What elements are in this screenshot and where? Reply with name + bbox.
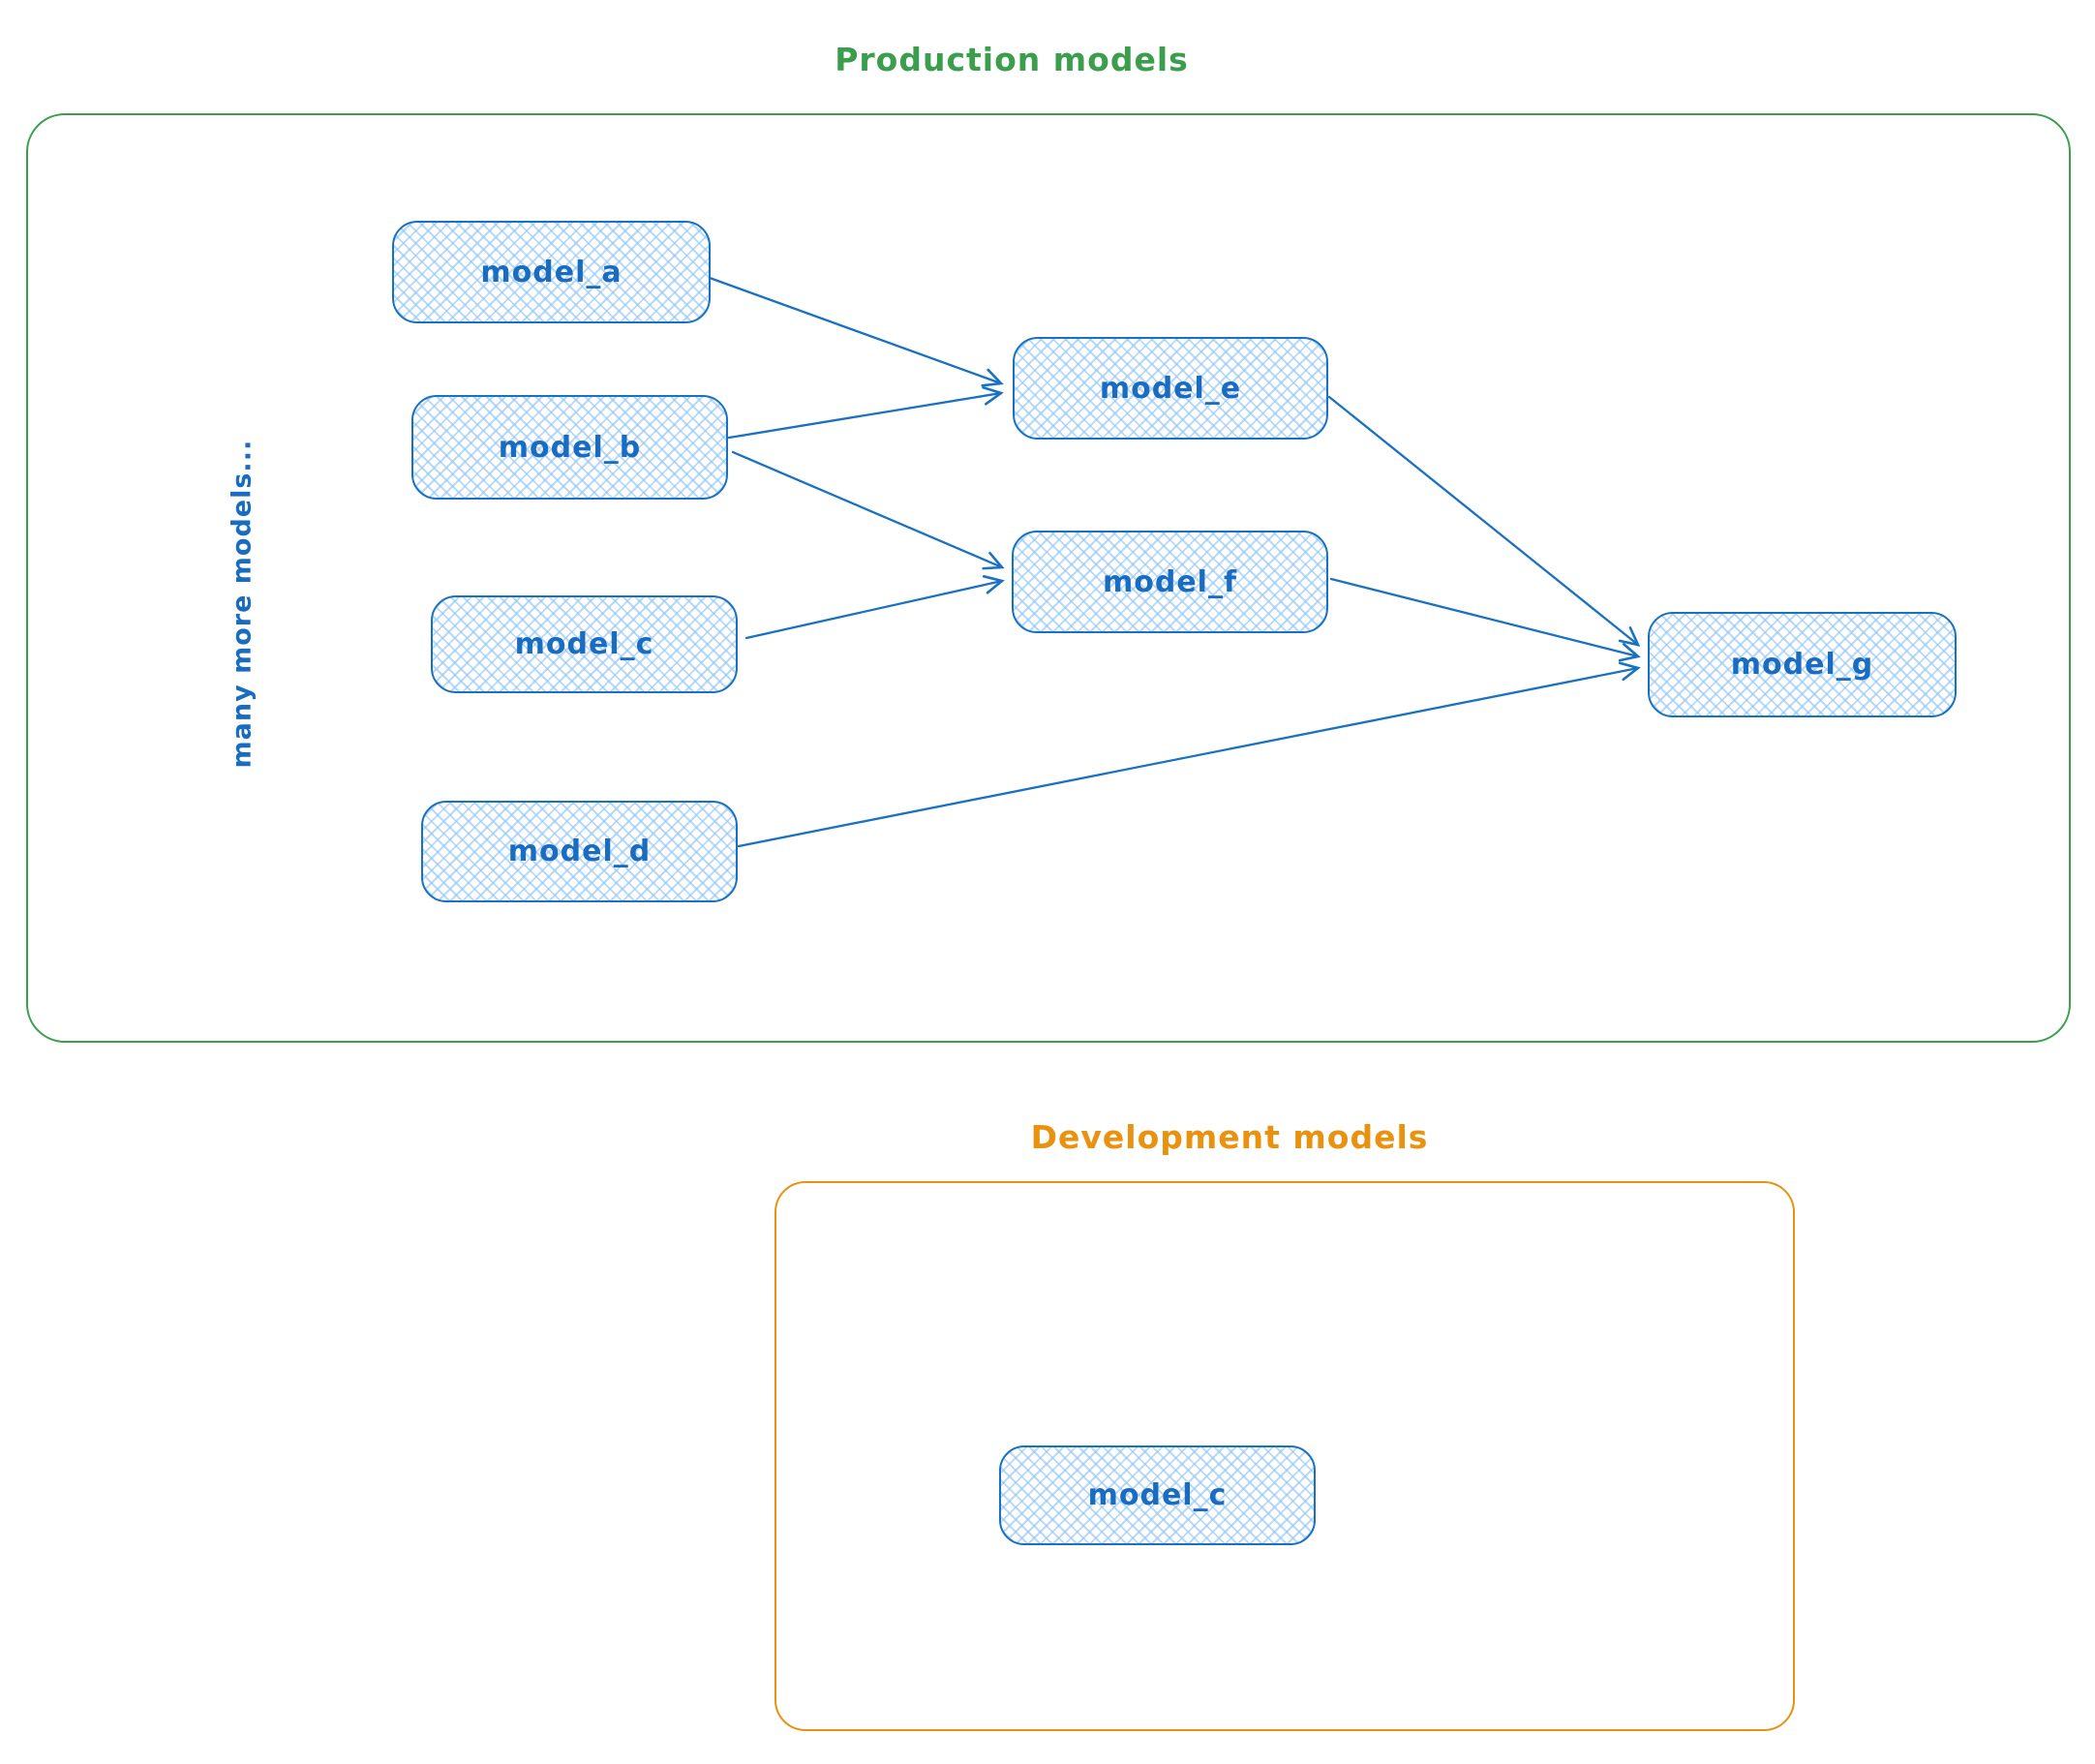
development-group-title: Development models	[1030, 1118, 1429, 1156]
node-model-e-label: model_e	[1099, 371, 1242, 406]
node-model-f-label: model_f	[1102, 564, 1238, 599]
node-model-d: model_d	[421, 801, 738, 902]
production-group-frame	[26, 113, 2071, 1043]
node-model-g: model_g	[1648, 612, 1957, 717]
node-model-c-label: model_c	[514, 627, 654, 661]
node-model-c: model_c	[431, 595, 738, 693]
node-model-c-dev: model_c	[999, 1445, 1316, 1545]
many-more-models-note: many more models...	[227, 439, 258, 769]
development-group-frame	[774, 1181, 1795, 1731]
node-model-a-label: model_a	[480, 255, 622, 289]
node-model-b-label: model_b	[498, 430, 642, 465]
node-model-d-label: model_d	[507, 835, 652, 868]
node-model-f: model_f	[1012, 531, 1328, 633]
node-model-c-dev-label: model_c	[1087, 1478, 1228, 1512]
production-group-title: Production models	[835, 41, 1189, 78]
node-model-a: model_a	[392, 221, 711, 323]
node-model-b: model_b	[411, 395, 728, 500]
node-model-e: model_e	[1013, 337, 1328, 440]
node-model-g-label: model_g	[1730, 648, 1874, 682]
